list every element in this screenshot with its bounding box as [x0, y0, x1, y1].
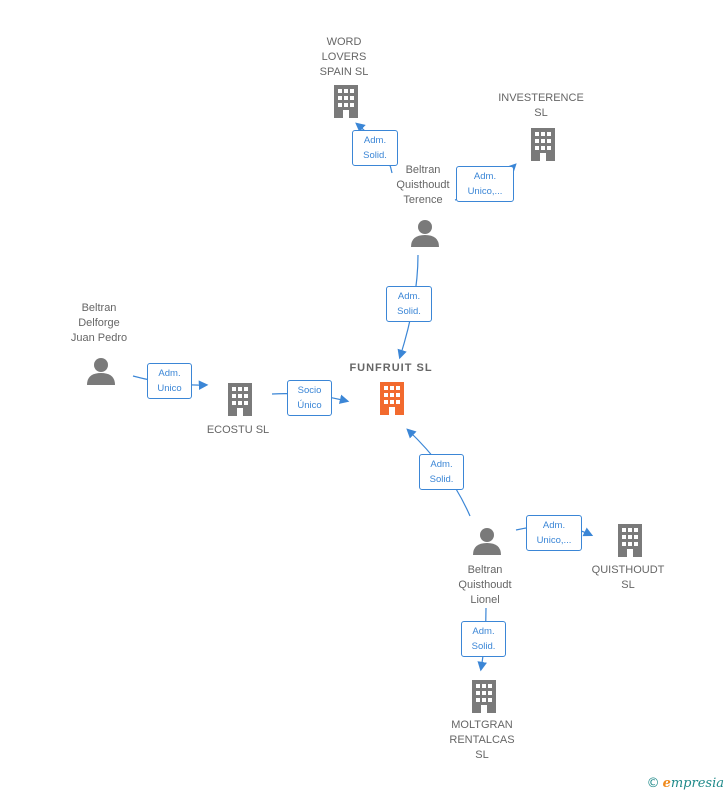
copyright-symbol: ©	[646, 776, 660, 791]
node-label-ecostu[interactable]: ECOSTU SL	[206, 424, 270, 436]
role-box-lionel-funfruit[interactable]: Adm. Solid.	[419, 454, 464, 490]
role-box-lionel-quisthoudt[interactable]: Adm. Unico,...	[526, 515, 582, 551]
role-box-delforge-ecostu[interactable]: Adm. Unico	[147, 363, 192, 399]
node-label-lionel[interactable]: Beltran Quisthoudt Lionel	[458, 564, 512, 606]
building-icon[interactable]	[469, 679, 499, 713]
role-box-terence-funfruit[interactable]: Adm. Solid.	[386, 286, 432, 322]
person-icon[interactable]	[86, 357, 116, 385]
node-label-moltgran[interactable]: MOLTGRAN RENTALCAS SL	[449, 719, 515, 761]
node-label-quisthoudt[interactable]: QUISTHOUDT SL	[591, 564, 665, 591]
building-icon[interactable]	[331, 84, 361, 118]
node-label-delforge[interactable]: Beltran Delforge Juan Pedro	[70, 302, 128, 344]
building-icon[interactable]	[225, 382, 255, 416]
building-icon[interactable]	[615, 523, 645, 557]
brand-name: mpresia	[670, 776, 724, 791]
role-box-lionel-moltgran[interactable]: Adm. Solid.	[461, 621, 506, 657]
building-icon-highlighted[interactable]	[377, 381, 407, 415]
node-label-funfruit[interactable]: FUNFRUIT SL	[349, 362, 433, 374]
node-label-investerence[interactable]: INVESTERENCE SL	[498, 92, 584, 119]
empresia-watermark: ©empresia	[647, 776, 724, 791]
brand-initial: e	[662, 776, 671, 791]
person-icon[interactable]	[472, 527, 502, 555]
role-box-terence-investerence[interactable]: Adm. Unico,...	[456, 166, 514, 202]
role-box-ecostu-funfruit[interactable]: Socio Único	[287, 380, 332, 416]
role-box-terence-word-lovers[interactable]: Adm. Solid.	[352, 130, 398, 166]
node-label-word-lovers[interactable]: WORD LOVERS SPAIN SL	[319, 36, 369, 78]
building-icon[interactable]	[528, 127, 558, 161]
person-icon[interactable]	[410, 219, 440, 247]
node-label-terence[interactable]: Beltran Quisthoudt Terence	[396, 164, 450, 206]
